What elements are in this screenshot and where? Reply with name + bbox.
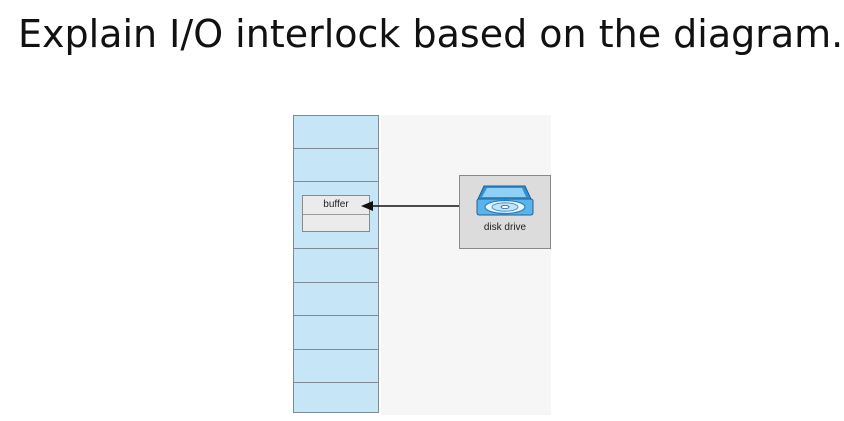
transfer-arrow: [361, 201, 476, 211]
question-title: Explain I/O interlock based on the diagr…: [18, 12, 844, 56]
disk-drive-box: disk drive: [459, 175, 551, 249]
memory-frame-divider: [294, 315, 378, 316]
memory-frame-divider: [294, 248, 378, 249]
memory-frame-divider: [294, 282, 378, 283]
disk-drive-icon: [476, 185, 534, 216]
buffer-label: buffer: [323, 199, 349, 210]
memory-frames: [293, 115, 379, 413]
memory-frame-divider: [294, 382, 378, 383]
memory-frame-divider: [294, 181, 378, 182]
buffer-divider: [303, 214, 369, 215]
memory-frame-divider: [294, 148, 378, 149]
buffer-page: buffer: [302, 195, 370, 232]
memory-frame-divider: [294, 349, 378, 350]
disk-drive-label: disk drive: [483, 222, 527, 233]
diagram-background: [381, 115, 551, 415]
